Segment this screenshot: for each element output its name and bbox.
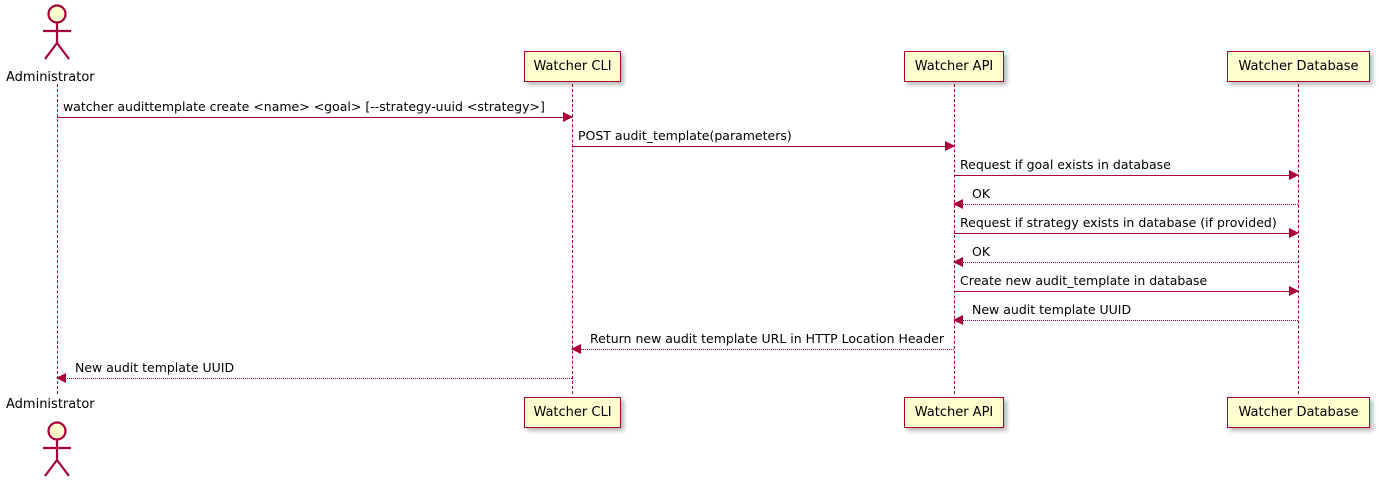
message-3-arrowhead — [1289, 170, 1299, 180]
message-9-label: Return new audit template URL in HTTP Lo… — [590, 330, 944, 346]
actor-administrator-bottom — [43, 421, 71, 477]
message-4-label: OK — [972, 185, 991, 201]
message-8-line — [954, 320, 1298, 321]
lifeline-watcher-api — [954, 84, 955, 394]
actor-administrator-top — [43, 4, 71, 60]
message-5-label: Request if strategy exists in database (… — [960, 214, 1277, 230]
participant-box-watcher-cli-top[interactable]: Watcher CLI — [524, 51, 621, 82]
message-7-arrowhead — [1289, 286, 1299, 296]
message-9-arrowhead — [571, 344, 581, 354]
message-5-line — [954, 233, 1298, 234]
message-8-label: New audit template UUID — [972, 301, 1132, 317]
participant-box-watcher-database-top[interactable]: Watcher Database — [1227, 51, 1370, 82]
participant-label-watcher-api-top: Watcher API — [914, 59, 994, 74]
lifeline-administrator — [57, 84, 58, 394]
message-6-label: OK — [972, 243, 991, 259]
participant-box-watcher-cli-bottom[interactable]: Watcher CLI — [524, 397, 621, 428]
actor-label-administrator-bottom: Administrator — [6, 397, 95, 412]
message-6-arrowhead — [953, 257, 963, 267]
participant-label-watcher-cli-bottom: Watcher CLI — [533, 405, 612, 420]
message-3-label: Request if goal exists in database — [960, 156, 1171, 172]
participant-box-watcher-api-top[interactable]: Watcher API — [904, 51, 1004, 82]
message-10-line — [57, 378, 572, 379]
message-2-label: POST audit_template(parameters) — [578, 127, 792, 143]
message-4-arrowhead — [953, 199, 963, 209]
message-7-label: Create new audit_template in database — [960, 272, 1208, 288]
participant-label-watcher-api-bottom: Watcher API — [914, 405, 994, 420]
participant-label-watcher-cli-top: Watcher CLI — [533, 59, 612, 74]
message-1-line — [57, 117, 572, 118]
message-1-arrowhead — [563, 112, 573, 122]
message-2-line — [572, 146, 954, 147]
message-1-label: watcher audittemplate create <name> <goa… — [63, 98, 545, 114]
message-10-arrowhead — [56, 373, 66, 383]
participant-box-watcher-api-bottom[interactable]: Watcher API — [904, 397, 1004, 428]
message-3-line — [954, 175, 1298, 176]
message-8-arrowhead — [953, 315, 963, 325]
participant-label-watcher-database-bottom: Watcher Database — [1238, 405, 1359, 420]
participant-label-watcher-database-top: Watcher Database — [1238, 59, 1359, 74]
message-6-line — [954, 262, 1298, 263]
message-4-line — [954, 204, 1298, 205]
lifeline-watcher-cli — [572, 84, 573, 394]
participant-box-watcher-database-bottom[interactable]: Watcher Database — [1227, 397, 1370, 428]
message-2-arrowhead — [945, 141, 955, 151]
actor-label-administrator-top: Administrator — [6, 70, 95, 85]
lifeline-watcher-database — [1298, 84, 1299, 394]
message-5-arrowhead — [1289, 228, 1299, 238]
message-7-line — [954, 291, 1298, 292]
message-10-label: New audit template UUID — [75, 359, 235, 375]
message-9-line — [572, 349, 954, 350]
